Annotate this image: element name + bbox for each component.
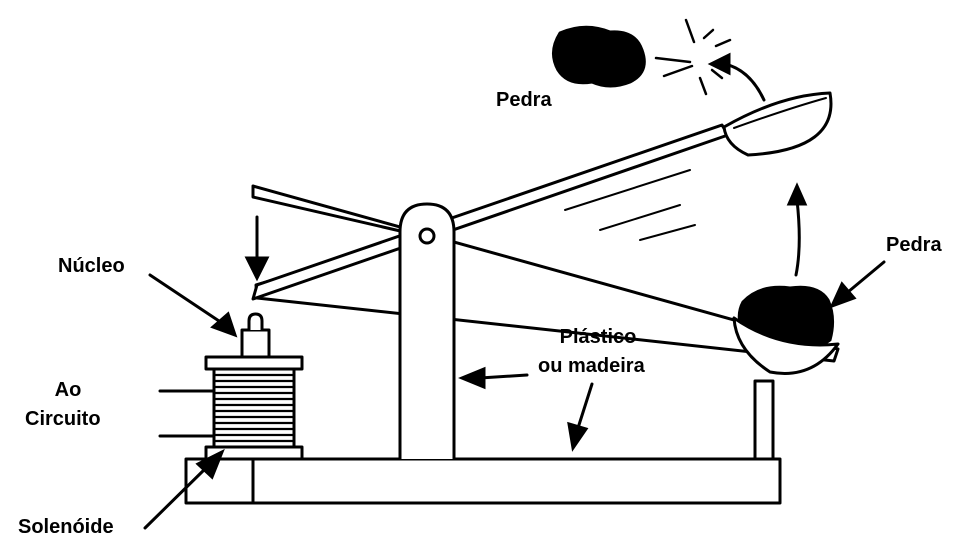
impact-sparks (654, 18, 732, 96)
label-solenoid: Solenóide (18, 516, 114, 538)
arrow-core (148, 273, 224, 325)
label-material-line1: Plástico (559, 326, 637, 348)
motion-lines (564, 169, 696, 241)
label-to-circuit-line2: Circuito (25, 408, 101, 430)
label-core: Núcleo (58, 255, 125, 277)
label-stone-flying: Pedra (496, 89, 552, 111)
arrow-solenoid (143, 464, 210, 530)
lower-cup (732, 316, 840, 375)
arrow-base (576, 382, 594, 430)
arrow-cup-up (794, 198, 801, 277)
arrow-support (478, 373, 529, 380)
label-material-line2: ou madeira (538, 355, 645, 377)
raised-cup (722, 91, 833, 157)
arrow-stone (846, 260, 886, 294)
base-board (184, 457, 782, 505)
arrow-spark (723, 62, 766, 102)
label-stone-cup: Pedra (886, 234, 942, 256)
stone-flying (552, 25, 646, 88)
solenoid-core (240, 312, 271, 359)
solenoid-coil (158, 355, 304, 461)
label-to-circuit-line1: Ao (54, 379, 82, 401)
stop-post (753, 379, 775, 461)
support-post (398, 202, 456, 461)
